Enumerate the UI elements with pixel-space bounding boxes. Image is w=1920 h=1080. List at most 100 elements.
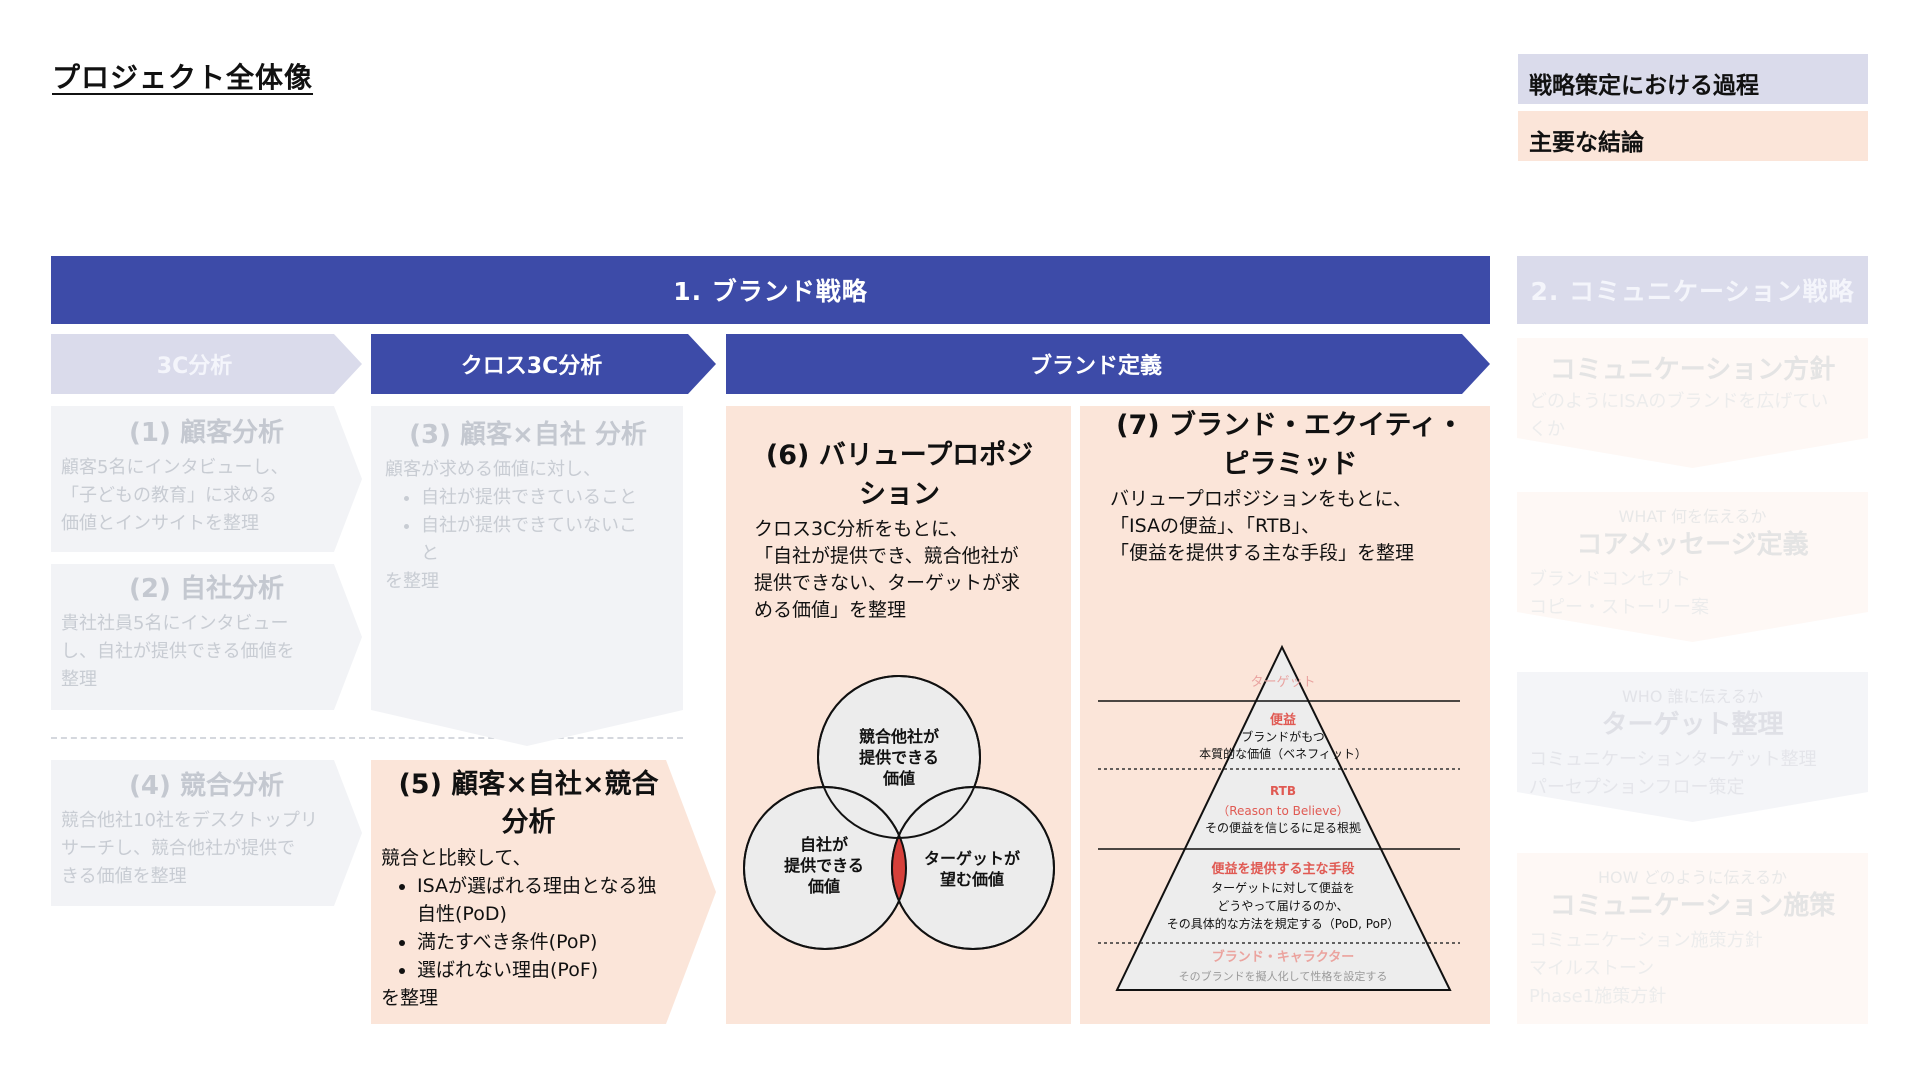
card-value-prop-line: める価値」を整理 (754, 599, 907, 621)
pyramid-means-line: その具体的な方法を規定する（PoD, PoP） (1167, 916, 1399, 931)
comm-policy-card: コミュニケーション方針 どのようにISAのブランドを広げてい くか (1517, 338, 1868, 468)
card-company-title: (2) 自社分析 (129, 574, 284, 604)
legend-process: 戦略策定における過程 (1518, 54, 1868, 104)
step-3c-analysis: 3C分析 (51, 334, 362, 394)
pyramid-rtb-sub: （Reason to Believe） (1217, 804, 1349, 818)
page-title: プロジェクト全体像 (52, 61, 314, 94)
venn-label-left: 提供できる (784, 856, 864, 875)
card-equity-title-1: (7) ブランド・エクイティ・ (1116, 410, 1464, 441)
pyramid-character-title: ブランド・キャラクター (1212, 949, 1354, 965)
card-value-prop-line: 「自社が提供でき、競合他社が (754, 545, 1019, 567)
card-competitor-title: (4) 競合分析 (129, 771, 284, 801)
card-company-line: し、自社が提供できる価値を (61, 641, 295, 662)
dashed-divider (51, 737, 683, 739)
card-equity-title-2: ピラミッド (1222, 449, 1358, 480)
list-item-cont: 自性(PoD) (417, 903, 507, 925)
venn-label-left: 価値 (807, 877, 840, 896)
pyramid-means-title: 便益を提供する主な手段 (1211, 861, 1354, 877)
card-value-prop-line: 提供できない、ターゲットが求 (754, 572, 1021, 594)
step-brand-definition-label: ブランド定義 (1029, 354, 1162, 379)
comm-measures-card: HOW どのように伝えるか コミュニケーション施策 コミュニケーション施策方針 … (1517, 853, 1868, 1024)
venn-label-left: 自社が (800, 835, 848, 854)
step-brand-definition: ブランド定義 (726, 334, 1490, 394)
card-competitor-line: 競合他社10社をデスクトップリ (61, 810, 318, 831)
legend-conclusion: 主要な結論 (1518, 111, 1868, 161)
pyramid-means-line: ターゲットに対して便益を (1211, 881, 1355, 895)
communication-strategy-band: 2. コミュニケーション戦略 (1517, 256, 1868, 324)
card-cross-customer-company: (3) 顧客×自社 分析 顧客が求める価値に対し、 自社が提供できていること 自… (371, 406, 683, 746)
comm-measures-title: コミュニケーション施策 (1549, 891, 1836, 921)
comm-policy-title: コミュニケーション方針 (1549, 355, 1836, 385)
comm-measures-label: HOW どのように伝えるか (1597, 868, 1788, 887)
comm-target-label: WHO 誰に伝えるか (1621, 687, 1764, 706)
pyramid-benefit-line: 本質的な価値（ベネフィット） (1199, 746, 1367, 761)
card-customer-title: (1) 顧客分析 (129, 418, 284, 448)
comm-core-label: WHAT 何を伝えるか (1618, 507, 1767, 526)
venn-label-right: ターゲットが (924, 849, 1020, 868)
comm-policy-line: どのようにISAのブランドを広げてい (1529, 391, 1829, 412)
comm-measures-line: Phase1施策方針 (1529, 986, 1667, 1007)
card-company-line: 貴社社員5名にインタビュー (61, 613, 289, 634)
card-competitor-line: サーチし、競合他社が提供で (61, 838, 295, 859)
venn-diagram: 競合他社が 提供できる 価値 自社が 提供できる 価値 ターゲットが 望む価値 (743, 675, 1055, 950)
card-company-line: 整理 (61, 669, 97, 690)
card-customer-line: 顧客5名にインタビューし、 (61, 457, 289, 478)
list-item: 自社が提供できていること (421, 484, 671, 512)
brand-equity-pyramid: ターゲット 便益 ブランドがもつ 本質的な価値（ベネフィット） RTB （Rea… (1098, 644, 1460, 991)
list-item-text: 自社が提供できていないこ (421, 515, 637, 536)
comm-target-title: ターゲット整理 (1601, 710, 1784, 740)
card-cross-ccc-intro: 競合と比較して、 (381, 847, 532, 869)
card-cross-ccc-title-2: 分析 (501, 807, 556, 838)
card-equity-line: 「便益を提供する主な手段」を整理 (1110, 542, 1415, 564)
pyramid-rtb-line: その便益を信じるに足る根拠 (1205, 821, 1361, 835)
card-value-prop-title-2: ション (859, 479, 940, 510)
card-cross-ccc-outro: を整理 (381, 987, 439, 1009)
pyramid-rtb-title: RTB (1270, 784, 1296, 798)
comm-core-line: ブランドコンセプト (1529, 569, 1691, 590)
list-item: 選ばれない理由(PoF) (417, 956, 704, 984)
card-customer-analysis: (1) 顧客分析 顧客5名にインタビューし、 「子どもの教育」に求める 価値とイ… (51, 406, 362, 552)
comm-core-title: コアメッセージ定義 (1576, 530, 1809, 560)
pyramid-target-label: ターゲット (1250, 675, 1315, 690)
pyramid-benefit-title: 便益 (1270, 712, 1296, 728)
comm-target-line: コミュニケーションターゲット整理 (1529, 749, 1817, 770)
pyramid-means-line: どうやって届けるのか、 (1217, 899, 1348, 913)
step-cross-3c-label: クロス3C分析 (460, 354, 603, 379)
pyramid-character-line: そのブランドを擬人化して性格を設定する (1179, 969, 1388, 983)
card-cross-customer-company-competitor: (5) 顧客×自社×競合 分析 競合と比較して、 ISAが選ばれる理由となる独自… (371, 760, 716, 1024)
comm-measures-line: コミュニケーション施策方針 (1529, 930, 1763, 951)
venn-label-top: 提供できる (859, 748, 939, 767)
card-customer-line: 「子どもの教育」に求める (61, 485, 277, 506)
venn-label-right: 望む価値 (940, 870, 1004, 889)
brand-strategy-band: 1. ブランド戦略 (51, 256, 1490, 324)
list-item: 満たすべき条件(PoP) (417, 928, 704, 956)
venn-label-top: 価値 (882, 769, 915, 788)
card-company-analysis: (2) 自社分析 貴社社員5名にインタビュー し、自社が提供できる価値を 整理 (51, 564, 362, 710)
step-cross-3c: クロス3C分析 (371, 334, 716, 394)
venn-label-top: 競合他社が (859, 727, 939, 746)
list-item-cont: と (421, 543, 439, 564)
card-value-prop-title-1: (6) バリュープロポジ (765, 440, 1034, 471)
step-3c-label: 3C分析 (156, 354, 233, 379)
comm-measures-line: マイルストーン (1529, 958, 1655, 979)
comm-target-card: WHO 誰に伝えるか ターゲット整理 コミュニケーションターゲット整理 パーセプ… (1517, 672, 1868, 822)
venn-outline (817, 675, 981, 839)
card-cross-cc-intro: 顧客が求める価値に対し、 (385, 459, 601, 480)
card-cross-cc-title: (3) 顧客×自社 分析 (409, 420, 647, 450)
pyramid-benefit-line: ブランドがもつ (1241, 729, 1325, 744)
venn-outline (743, 786, 907, 950)
card-cross-ccc-title-1: (5) 顧客×自社×競合 (398, 769, 659, 800)
list-item-text: ISAが選ばれる理由となる独 (417, 875, 657, 897)
card-value-prop-line: クロス3C分析をもとに、 (754, 518, 969, 540)
comm-core-message-card: WHAT 何を伝えるか コアメッセージ定義 ブランドコンセプト コピー・ストーリ… (1517, 492, 1868, 642)
comm-core-line: コピー・ストーリー案 (1529, 597, 1709, 618)
card-cross-cc-outro: を整理 (385, 571, 439, 592)
comm-policy-line: くか (1529, 419, 1565, 440)
comm-target-line: パーセプションフロー策定 (1529, 777, 1745, 798)
venn-outline (891, 786, 1055, 950)
card-equity-line: 「ISAの便益」、「RTB」、 (1110, 515, 1320, 537)
